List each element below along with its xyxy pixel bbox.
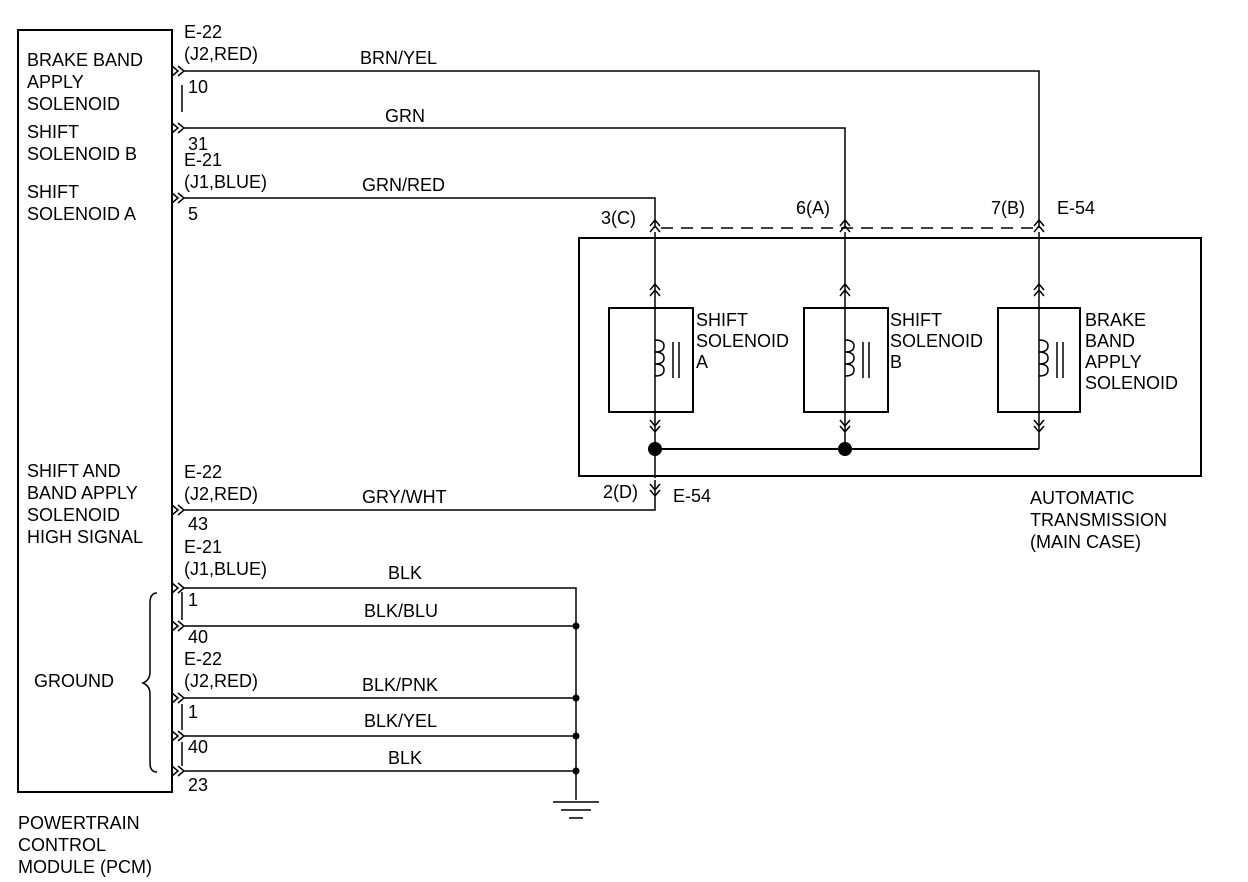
pin-ground-1b: 1 [188, 702, 198, 722]
pcm-name-3: MODULE (PCM) [18, 857, 152, 877]
connector-detail-1: (J2,RED) [184, 44, 258, 64]
wire-label-blk-pnk: BLK/PNK [362, 675, 438, 695]
transmission-box [578, 237, 1202, 477]
pcm-label-high-signal-4: HIGH SIGNAL [27, 527, 143, 547]
wire-label-blk-2: BLK [388, 748, 422, 768]
wire-brn-yel [184, 70, 1040, 228]
connector-detail-2: (J1,BLUE) [184, 172, 267, 192]
pcm-label-high-signal-2: BAND APPLY [27, 483, 138, 503]
pcm-pin-arrows [171, 65, 186, 777]
e54-pin-d: 2(D) [603, 482, 638, 502]
pcm-label-high-signal-1: SHIFT AND [27, 461, 121, 481]
transmission-label-2: TRANSMISSION [1030, 510, 1167, 530]
solenoid-brake-band [997, 282, 1081, 434]
pin-ground-1: 1 [188, 590, 198, 610]
ground-brace [141, 592, 158, 773]
solenoid-brake-label-3: APPLY [1085, 352, 1142, 372]
pcm-label-brake-band-3: SOLENOID [27, 94, 120, 114]
e54-label-top: E-54 [1057, 198, 1095, 218]
ground-symbol [553, 801, 599, 819]
pcm-name-1: POWERTRAIN [18, 813, 140, 833]
e54-top-arrows [649, 218, 1045, 498]
pcm-name-2: CONTROL [18, 835, 106, 855]
pin-ground-23: 23 [188, 775, 208, 795]
pin-43: 43 [188, 514, 208, 534]
transmission-label-1: AUTOMATIC [1030, 488, 1134, 508]
wire-grn [184, 127, 846, 228]
e54-label-bottom: E-54 [673, 486, 711, 506]
pcm-label-high-signal-3: SOLENOID [27, 505, 120, 525]
pcm-label-brake-band-2: APPLY [27, 72, 84, 92]
connector-id-3: E-22 [184, 462, 222, 482]
wire-grn-red [184, 197, 656, 228]
wire-label-blk-yel: BLK/YEL [364, 711, 437, 731]
connector-detail-3: (J2,RED) [184, 484, 258, 504]
solenoid-a-label-2: SOLENOID [696, 331, 789, 351]
solenoid-b-label-2: SOLENOID [890, 331, 983, 351]
pcm-label-shift-b-2: SOLENOID B [27, 144, 137, 164]
splice-dot-40b [572, 732, 580, 740]
solenoid-b-label-3: B [890, 352, 902, 372]
solenoid-a [608, 282, 694, 434]
pcm-label-shift-b-1: SHIFT [27, 122, 79, 142]
solenoid-brake-label-1: BRAKE [1085, 310, 1146, 330]
e54-pin-c: 3(C) [601, 208, 636, 228]
connector-id-4: E-21 [184, 537, 222, 557]
splice-dot-40 [572, 622, 580, 630]
connector-id-2: E-21 [184, 150, 222, 170]
wire-blk-1 [184, 587, 577, 800]
solenoid-a-label-1: SHIFT [696, 310, 748, 330]
pcm-label-ground: GROUND [34, 671, 114, 691]
wire-label-brn-yel: BRN/YEL [360, 48, 437, 68]
splice-dot-1b [572, 694, 580, 702]
trans-splice-a [648, 442, 662, 456]
pcm-label-brake-band-1: BRAKE BAND [27, 50, 143, 70]
solenoid-a-label-3: A [696, 352, 708, 372]
solenoid-brake-label-2: BAND [1085, 331, 1135, 351]
wire-label-blk-blu: BLK/BLU [364, 601, 438, 621]
pcm-label-shift-a-1: SHIFT [27, 182, 79, 202]
pcm-label-shift-a-2: SOLENOID A [27, 204, 136, 224]
wire-label-gry-wht: GRY/WHT [362, 487, 447, 507]
transmission-label-3: (MAIN CASE) [1030, 532, 1141, 552]
solenoid-brake-label-4: SOLENOID [1085, 373, 1178, 393]
pin-10: 10 [188, 77, 208, 97]
e54-pin-a: 6(A) [796, 198, 830, 218]
wire-label-blk-1: BLK [388, 563, 422, 583]
pin-5: 5 [188, 204, 198, 224]
e54-pin-b: 7(B) [991, 198, 1025, 218]
connector-detail-5: (J2,RED) [184, 671, 258, 691]
splice-dot-23 [572, 767, 580, 775]
pin-ground-40b: 40 [188, 737, 208, 757]
pcm-box [17, 29, 173, 793]
connector-detail-4: (J1,BLUE) [184, 559, 267, 579]
solenoid-b-label-1: SHIFT [890, 310, 942, 330]
connector-id-5: E-22 [184, 649, 222, 669]
solenoid-b [803, 282, 889, 434]
wire-label-grn-red: GRN/RED [362, 175, 445, 195]
wire-label-grn: GRN [385, 106, 425, 126]
pin-ground-40: 40 [188, 627, 208, 647]
connector-id-1: E-22 [184, 22, 222, 42]
pin-31: 31 [188, 134, 208, 154]
trans-splice-b [838, 442, 852, 456]
